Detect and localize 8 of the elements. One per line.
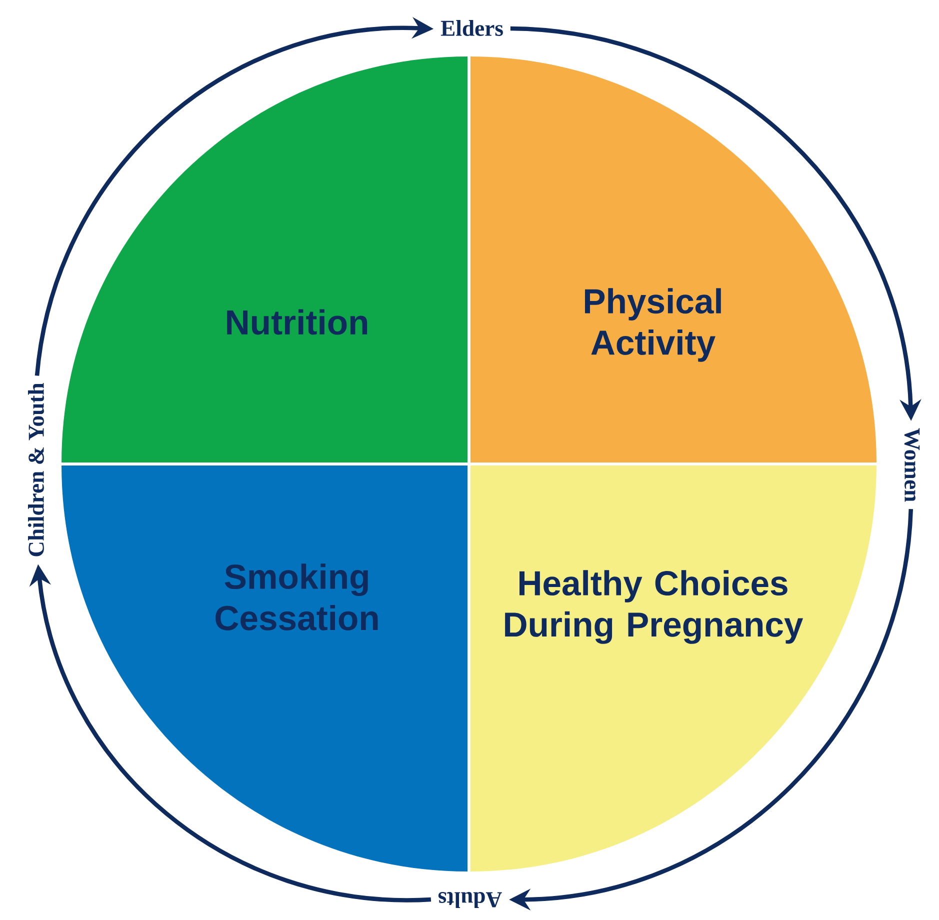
group-label: Elders bbox=[440, 20, 503, 36]
quadrant: Nutrition bbox=[62, 56, 468, 463]
quadrant: Healthy Choices During Pregnancy bbox=[470, 465, 876, 872]
quadrant: Smoking Cessation bbox=[62, 465, 468, 872]
quadrant: Physical Activity bbox=[470, 56, 876, 463]
group-label: Children & Youth bbox=[28, 383, 44, 556]
group-label: Adults bbox=[438, 892, 502, 908]
group-label: Women bbox=[904, 428, 920, 502]
